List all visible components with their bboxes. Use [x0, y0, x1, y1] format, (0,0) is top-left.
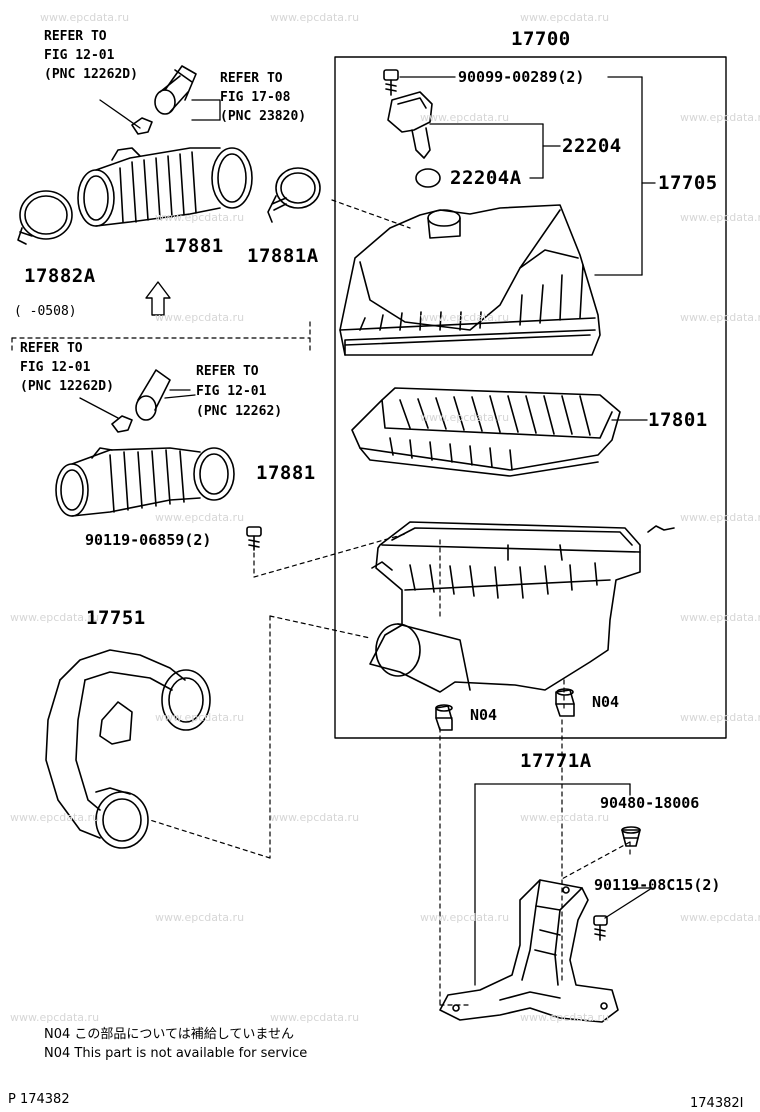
ref-note-1-line-1: REFER TO — [44, 29, 107, 44]
part-label-17700: 17700 — [511, 28, 571, 50]
watermark: www.epcdata.ru — [520, 1011, 610, 1024]
lower-case — [369, 521, 675, 693]
part-label-n04-right: N04 — [592, 693, 620, 711]
bolt-90119-08c15 — [593, 915, 608, 941]
part-label-17881-mid: 17881 — [256, 462, 316, 484]
part-label-17771a: 17771A — [520, 750, 592, 772]
oring-22204a — [415, 168, 441, 188]
clip-small-top — [131, 117, 153, 135]
watermark: www.epcdata.ru — [155, 211, 245, 224]
ref-note-4-line-1: REFER TO — [196, 364, 259, 379]
sensor-22204 — [387, 91, 433, 159]
watermark: www.epcdata.ru — [680, 111, 760, 124]
clamp-17881a — [267, 167, 321, 223]
watermark: www.epcdata.ru — [270, 811, 360, 824]
part-label-90119-08c15: 90119-08C15(2) — [594, 876, 721, 894]
ref-note-4-line-3: (PNC 12262) — [196, 404, 283, 419]
ref-note-3-line-3: (PNC 12262D) — [20, 379, 114, 394]
footer-figure-code: 174382I — [690, 1096, 744, 1111]
watermark: www.epcdata.ru — [520, 811, 610, 824]
watermark: www.epcdata.ru — [680, 611, 760, 624]
bolt-90099 — [383, 69, 399, 96]
watermark: www.epcdata.ru — [520, 11, 610, 24]
watermark: www.epcdata.ru — [680, 311, 760, 324]
watermark: www.epcdata.ru — [680, 911, 760, 924]
range-note: ( -0508) — [14, 304, 77, 319]
watermark: www.epcdata.ru — [680, 511, 760, 524]
direction-arrow — [145, 281, 171, 316]
ref-note-1-line-3: (PNC 12262D) — [44, 67, 138, 82]
pipe-stub-top — [154, 65, 197, 115]
filter-element-17801 — [351, 387, 621, 477]
watermark: www.epcdata.ru — [10, 611, 100, 624]
watermark: www.epcdata.ru — [155, 311, 245, 324]
watermark: www.epcdata.ru — [155, 711, 245, 724]
bracket-17771a — [439, 879, 619, 1023]
ref-note-1-line-2: FIG 12-01 — [44, 48, 115, 63]
watermark: www.epcdata.ru — [155, 511, 245, 524]
watermark: www.epcdata.ru — [10, 811, 100, 824]
watermark: www.epcdata.ru — [420, 111, 510, 124]
duct-17751 — [45, 649, 211, 849]
ref-note-2-line-1: REFER TO — [220, 71, 283, 86]
watermark: www.epcdata.ru — [270, 1011, 360, 1024]
pipe-stub-mid — [135, 369, 171, 421]
ref-note-2-line-3: (PNC 23820) — [220, 109, 307, 124]
part-label-17751: 17751 — [86, 607, 146, 629]
part-label-17881a: 17881A — [247, 245, 319, 267]
footer-illustration-id: P 174382 — [8, 1092, 70, 1107]
assembly-frame-17700 — [334, 56, 727, 739]
part-label-n04-left: N04 — [470, 706, 498, 724]
part-label-17705: 17705 — [658, 172, 718, 194]
ref-note-2-line-2: FIG 17-08 — [220, 90, 291, 105]
leader-lines — [79, 76, 656, 986]
note-japanese: N04 この部品については補給していません — [44, 1027, 294, 1042]
upper-cover-17705 — [339, 204, 601, 356]
part-label-22204a: 22204A — [450, 167, 522, 189]
dashed-guides — [11, 199, 631, 1006]
part-label-17882a: 17882A — [24, 265, 96, 287]
watermark: www.epcdata.ru — [270, 11, 360, 24]
ref-note-3-line-1: REFER TO — [20, 341, 83, 356]
intake-hose-17881-mid — [55, 447, 235, 517]
clip-90480-18006 — [621, 826, 641, 847]
part-label-90099-00289: 90099-00289(2) — [458, 68, 585, 86]
clip-small-mid — [111, 415, 133, 433]
part-label-22204: 22204 — [562, 135, 622, 157]
ref-note-4-line-2: FIG 12-01 — [196, 384, 267, 399]
grommet-n04-right — [555, 688, 575, 717]
bolt-90119-06859 — [246, 526, 262, 551]
part-label-17801: 17801 — [648, 409, 708, 431]
watermark: www.epcdata.ru — [420, 311, 510, 324]
watermark: www.epcdata.ru — [40, 11, 130, 24]
watermark: www.epcdata.ru — [10, 1011, 100, 1024]
watermark: www.epcdata.ru — [680, 211, 760, 224]
watermark: www.epcdata.ru — [420, 911, 510, 924]
intake-hose-17881-top — [77, 147, 253, 227]
part-label-17881-top: 17881 — [164, 235, 224, 257]
watermark: www.epcdata.ru — [420, 411, 510, 424]
watermark: www.epcdata.ru — [680, 711, 760, 724]
grommet-n04-left — [435, 704, 453, 731]
part-label-90480-18006: 90480-18006 — [600, 794, 700, 812]
clamp-17882a — [17, 190, 73, 245]
note-english: N04 This part is not available for servi… — [44, 1046, 308, 1061]
ref-note-3-line-2: FIG 12-01 — [20, 360, 91, 375]
part-label-90119-06859: 90119-06859(2) — [85, 531, 212, 549]
watermark: www.epcdata.ru — [155, 911, 245, 924]
